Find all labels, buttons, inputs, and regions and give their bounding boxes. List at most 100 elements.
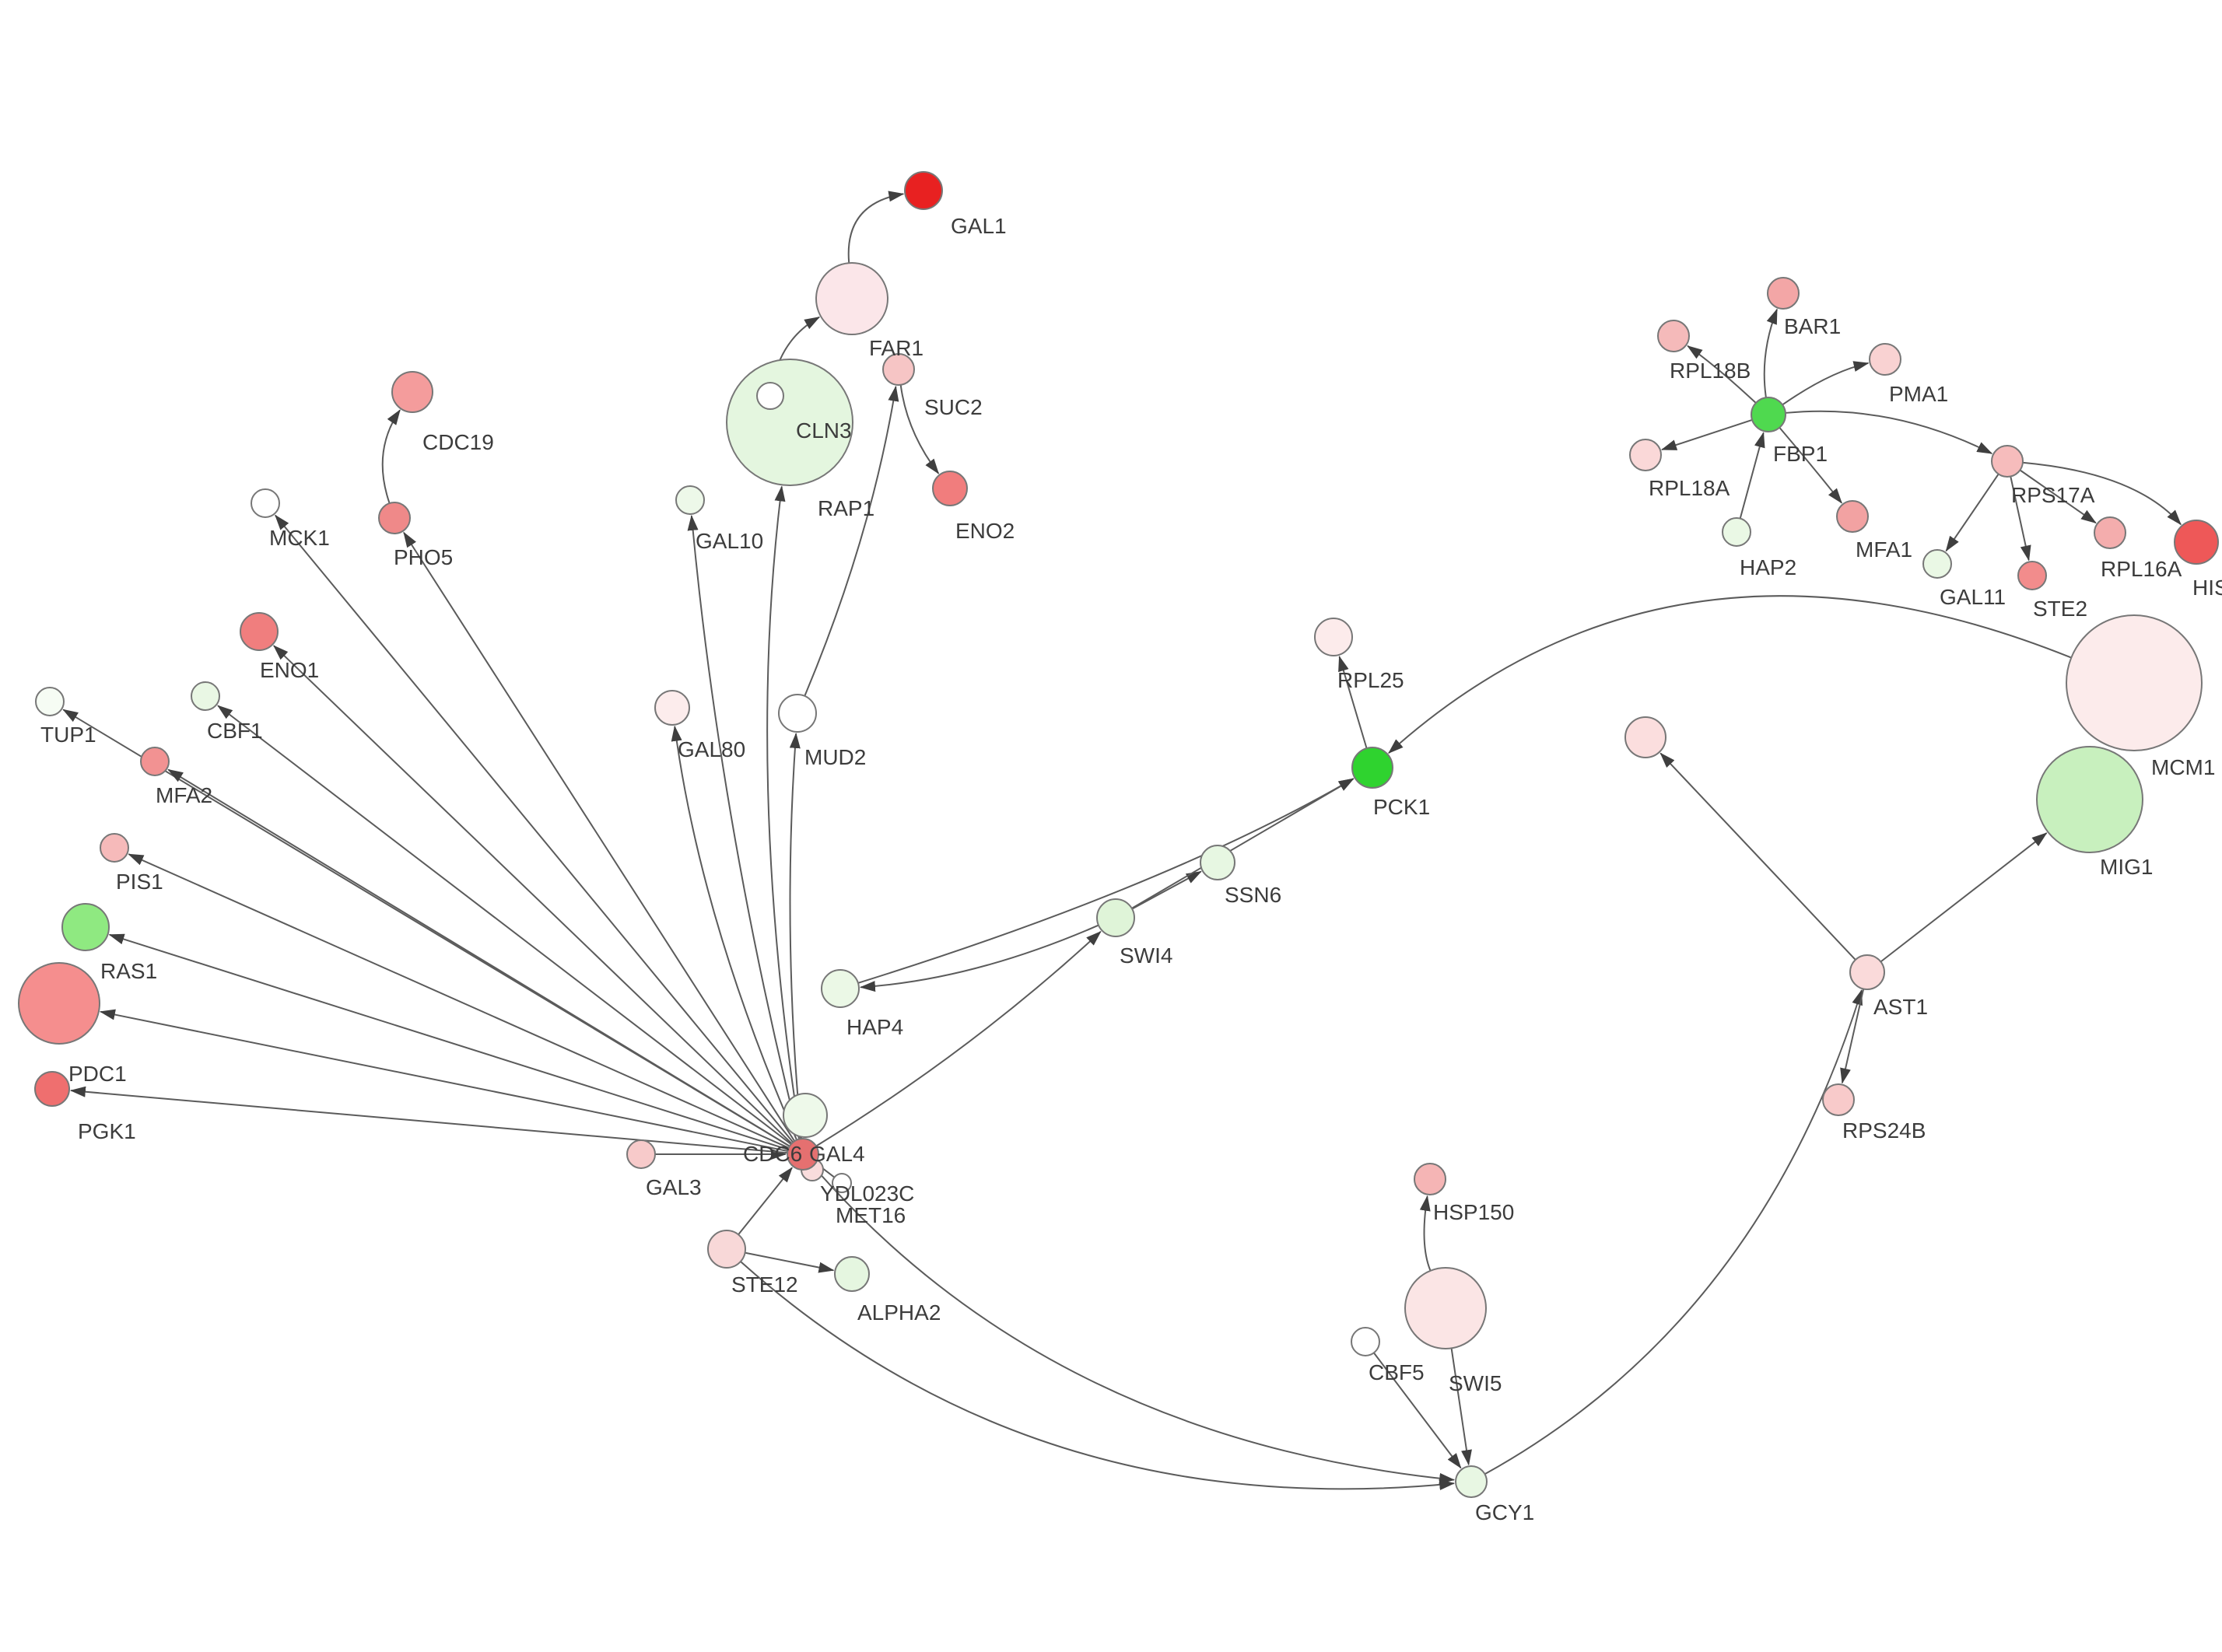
node-PDC1[interactable]: [18, 962, 100, 1045]
node-MFA2[interactable]: [140, 747, 170, 776]
node-PCK1[interactable]: [1351, 747, 1393, 789]
node-CDC19[interactable]: [391, 371, 433, 413]
edge-PCK1-RPL25[interactable]: [1338, 655, 1368, 749]
node-GAL80[interactable]: [654, 690, 690, 726]
edge-GAL4-MUD2[interactable]: [789, 732, 803, 1139]
edge-SWI4-PCK1[interactable]: [1131, 778, 1355, 909]
node-HIS4[interactable]: [2174, 520, 2219, 565]
edge-GAL4-GAL10[interactable]: [687, 514, 800, 1139]
edge-HAP2-FBP1[interactable]: [1739, 432, 1765, 519]
node-BAR1[interactable]: [1767, 277, 1800, 310]
edge-MET16-CBF1[interactable]: [217, 705, 835, 1178]
node-FBP1[interactable]: [1751, 397, 1786, 432]
node-SWI4[interactable]: [1096, 898, 1135, 937]
node-PGK1[interactable]: [34, 1071, 70, 1107]
node-CBF1[interactable]: [191, 681, 220, 711]
node-GCY1[interactable]: [1455, 1465, 1488, 1498]
edge-AST1-RPS24B[interactable]: [1840, 989, 1864, 1084]
node-RPL16A[interactable]: [2094, 516, 2126, 549]
edge-RPS17A-STE2[interactable]: [2010, 476, 2031, 562]
node-NODE_A[interactable]: [1624, 716, 1666, 758]
edge-SWI4-SSN6[interactable]: [1131, 870, 1202, 910]
node-PHO5[interactable]: [378, 502, 411, 534]
edge-HAP4-PCK1[interactable]: [857, 778, 1355, 984]
node-AST1[interactable]: [1849, 954, 1885, 990]
edge-CBF5-GCY1[interactable]: [1373, 1353, 1462, 1469]
node-PMA1[interactable]: [1869, 343, 1901, 376]
edge-AST1-MIG1[interactable]: [1880, 832, 2048, 962]
edge-PHO5-CDC19[interactable]: [381, 409, 401, 504]
node-MCM1[interactable]: [2066, 614, 2203, 751]
edge-FBP1-BAR1[interactable]: [1763, 308, 1778, 398]
node-ENO2[interactable]: [932, 471, 968, 506]
node-TUP1[interactable]: [35, 687, 65, 716]
edge-SWI5-HSP150[interactable]: [1419, 1195, 1432, 1271]
edge-MUD2-SUC2[interactable]: [804, 385, 899, 696]
edge-GAL4-MCK1[interactable]: [275, 514, 794, 1143]
node-STE12[interactable]: [707, 1230, 746, 1269]
node-RAP1[interactable]: [726, 359, 853, 486]
edge-GAL4-GAL80[interactable]: [671, 725, 797, 1140]
edge-SWI4-HAP4[interactable]: [859, 924, 1099, 992]
node-MFA1[interactable]: [1836, 500, 1869, 533]
node-RPL18B[interactable]: [1657, 320, 1690, 352]
edge-FBP1-RPS17A[interactable]: [1785, 410, 1993, 454]
node-HSP150[interactable]: [1414, 1163, 1446, 1195]
node-PIS1[interactable]: [100, 833, 129, 863]
edge-SUC2-ENO2[interactable]: [899, 384, 940, 474]
node-FAR1[interactable]: [815, 262, 888, 335]
node-RPS24B[interactable]: [1822, 1083, 1855, 1116]
node-MCK1[interactable]: [251, 488, 280, 518]
node-RAS1[interactable]: [61, 903, 110, 951]
node-CBF5[interactable]: [1351, 1327, 1380, 1356]
node-GAL4[interactable]: [787, 1138, 819, 1171]
edge-FAR1-GAL1[interactable]: [847, 191, 905, 264]
node-CLN3[interactable]: [756, 382, 784, 410]
node-RPL25[interactable]: [1314, 618, 1353, 656]
edge-SWI5-GCY1[interactable]: [1450, 1348, 1472, 1466]
edge-FBP1-RPL18B[interactable]: [1687, 345, 1757, 404]
edge-FBP1-RPL18A[interactable]: [1660, 419, 1753, 450]
edge-FBP1-PMA1[interactable]: [1782, 361, 1870, 405]
node-MIG1[interactable]: [2036, 746, 2143, 853]
node-MUD2[interactable]: [778, 694, 817, 733]
edge-RPS17A-HIS4[interactable]: [2022, 461, 2182, 526]
node-GAL3[interactable]: [626, 1139, 656, 1169]
node-SWI5[interactable]: [1404, 1267, 1487, 1349]
node-SUC2[interactable]: [882, 353, 915, 386]
node-GAL10[interactable]: [675, 485, 705, 515]
node-RPL18A[interactable]: [1629, 439, 1662, 471]
node-HAP2[interactable]: [1722, 517, 1751, 547]
edge-GAL4-RAS1[interactable]: [108, 933, 788, 1150]
node-RPS17A[interactable]: [1991, 445, 2024, 478]
edge-RPS17A-GAL11[interactable]: [1945, 474, 1999, 552]
node-MET16[interactable]: [832, 1173, 852, 1193]
edge-GAL4-SWI4[interactable]: [815, 930, 1102, 1146]
node-HAP4[interactable]: [821, 969, 860, 1008]
edge-GCY1-AST1[interactable]: [1484, 989, 1863, 1475]
edge-GAL4-ENO1[interactable]: [273, 645, 792, 1144]
edge-STE12-ALPHA2[interactable]: [745, 1251, 835, 1273]
edge-STE12-GCY1[interactable]: [740, 1261, 1456, 1490]
edge-GAL4-PHO5[interactable]: [403, 531, 795, 1142]
edge-GAL4-PIS1[interactable]: [128, 853, 789, 1149]
edge-GAL4-PGK1[interactable]: [69, 1086, 788, 1154]
node-ENO1[interactable]: [240, 612, 279, 651]
edge-GAL4-MFA2[interactable]: [167, 768, 790, 1147]
edge-GAL4-GCY1[interactable]: [812, 1165, 1456, 1484]
node-STE2[interactable]: [2017, 561, 2047, 590]
node-ALPHA2[interactable]: [834, 1256, 870, 1292]
edge-RPS17A-RPL16A[interactable]: [2020, 470, 2097, 523]
node-GAL11[interactable]: [1922, 549, 1952, 579]
node-SSN6[interactable]: [1200, 845, 1235, 880]
edge-GAL4-RAP1[interactable]: [766, 485, 801, 1139]
edge-STE12-GAL4[interactable]: [738, 1167, 793, 1235]
node-GAL1[interactable]: [904, 171, 943, 210]
edge-MCM1-PCK1[interactable]: [1388, 595, 2072, 754]
node-CDC6[interactable]: [783, 1093, 828, 1138]
edge-FBP1-MFA1[interactable]: [1779, 427, 1842, 504]
edge-GAL4-PDC1[interactable]: [99, 1009, 788, 1152]
edge-AST1-NODE_A[interactable]: [1659, 752, 1856, 961]
